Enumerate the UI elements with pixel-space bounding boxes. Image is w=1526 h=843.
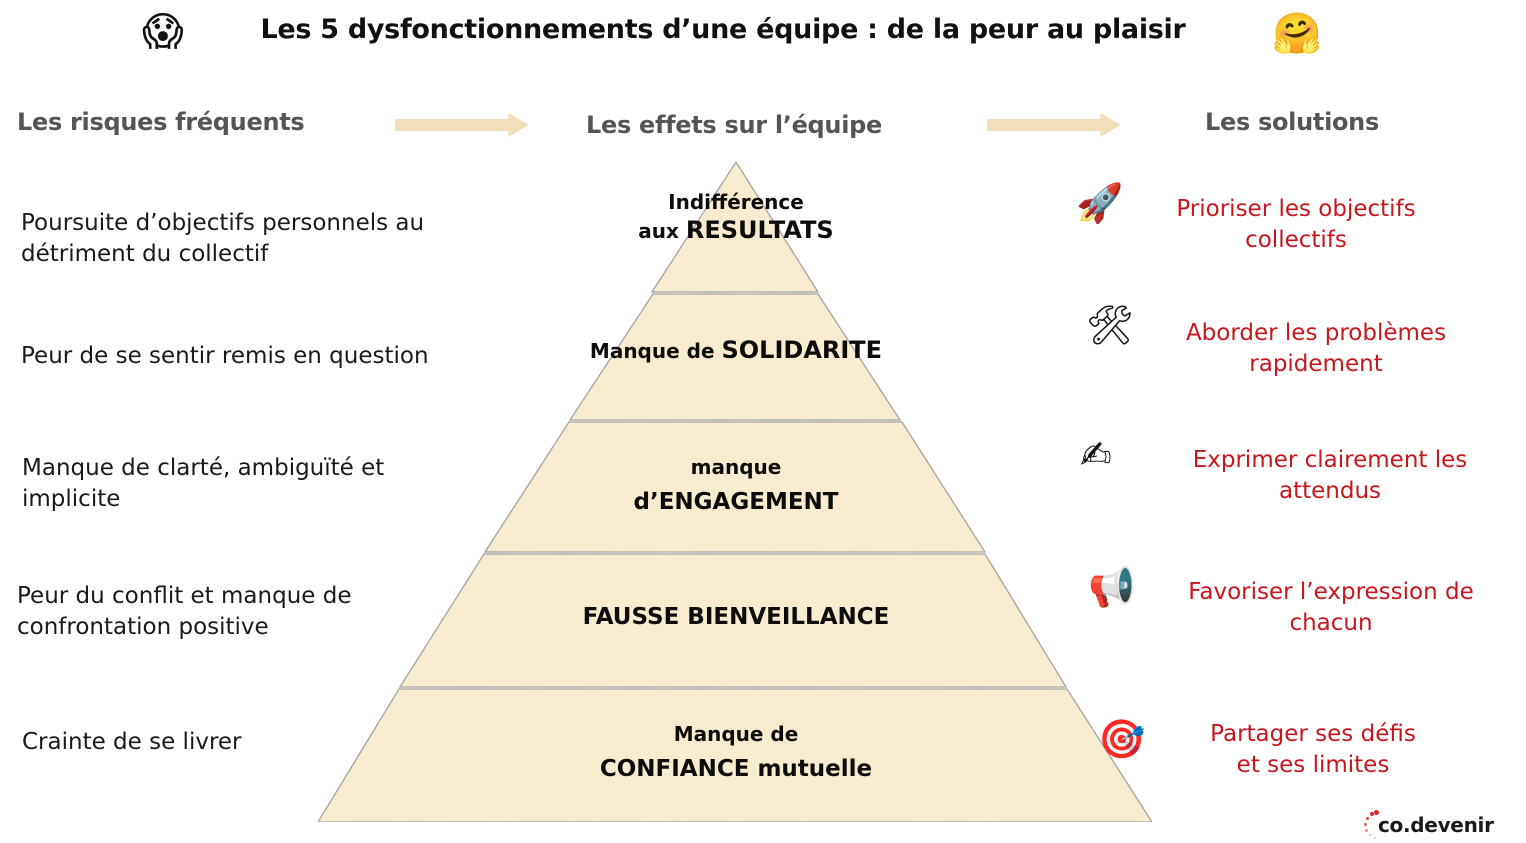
risk-item-1-line2: détriment du collectif [21,241,269,267]
solution-item-5-line1: Partager ses défis [1210,721,1416,747]
solution-item-5-line2: et ses limites [1236,752,1390,778]
solution-item-4-line2: chacun [1289,610,1373,636]
logo-dots-icon [1362,810,1379,840]
brand-logo: co.devenir [1362,810,1494,840]
solution-item-1-line1: Prioriser les objectifs [1176,196,1416,222]
pyramid-level-2 [568,293,902,421]
risk-item-4-line1: Peur du conflit et manque de [17,583,352,609]
pyramid-label-2-emphasis: SOLIDARITE [721,336,883,364]
logo-text: co.devenir [1378,813,1494,837]
pyramid-label-2: Manque de SOLIDARITE [0,336,1472,364]
pyramid-level-3 [483,421,987,553]
risk-item-2: Peur de se sentir remis en question [21,341,501,372]
risk-item-3: Manque de clarté, ambiguïté et implicite [22,453,502,515]
target-dart-icon: 🎯 [1098,717,1146,761]
pyramid-label-3-line1: manque [690,455,782,479]
pyramid-label-2-prefix: Manque de [589,339,722,363]
arrow-right-icon [987,113,1121,137]
pyramid-label-1-emphasis: RESULTATS [685,216,834,244]
pyramid-level-4 [398,553,1068,688]
pyramid-label-1-line1: Indifférence [668,190,804,214]
risk-item-4: Peur du conflit et manque de confrontati… [17,581,497,643]
pyramid-label-1: Indifférence aux RESULTATS [0,190,1472,244]
pyramid-label-5-line1: Manque de [673,722,799,746]
solution-item-1-line2: collectifs [1245,227,1347,253]
solution-item-4: Favoriser l’expression de chacun [1160,577,1502,639]
solution-item-3: Exprimer clairement les attendus [1160,445,1500,507]
column-header-solutions: Les solutions [1205,108,1379,136]
writing-hand-icon: ✍ [1080,433,1112,477]
solution-item-3-line2: attendus [1278,478,1382,504]
risk-item-1: Poursuite d’objectifs personnels au détr… [21,208,501,270]
solution-item-4-line1: Favoriser l’expression de [1188,579,1474,605]
pyramid-label-1-prefix: aux [638,219,686,243]
arrow-right-icon [395,113,529,137]
pyramid-level-5 [316,688,1154,823]
risk-item-5: Crainte de se livrer [22,727,502,758]
solution-item-3-line1: Exprimer clairement les [1192,447,1468,473]
pyramid-label-5: Manque de CONFIANCE mutuelle [0,722,1472,782]
risk-item-1-line1: Poursuite d’objectifs personnels au [21,210,425,236]
pyramid-label-4: FAUSSE BIENVEILLANCE [0,604,1472,630]
hugging-emoji-icon: 🤗 [1272,11,1322,57]
column-header-risks: Les risques fréquents [17,108,305,136]
solution-item-2: Aborder les problèmes rapidement [1150,318,1482,380]
solution-item-1: Prioriser les objectifs collectifs [1140,194,1452,256]
risk-item-3-line2: implicite [22,486,121,512]
column-header-effects: Les effets sur l’équipe [586,111,882,139]
risk-item-4-line2: confrontation positive [17,614,269,640]
megaphone-icon: 📢 [1088,565,1136,609]
solution-item-2-line2: rapidement [1249,351,1383,377]
risk-item-5-line1: Crainte de se livrer [22,729,242,755]
risk-item-2-line1: Peur de se sentir remis en question [21,343,429,369]
hammer-wrench-icon: 🛠 [1086,303,1135,347]
rocket-icon: 🚀 [1076,181,1124,225]
risk-item-3-line1: Manque de clarté, ambiguïté et [22,455,385,481]
pyramid-label-5-emphasis: CONFIANCE mutuelle [599,756,873,782]
solution-item-2-line1: Aborder les problèmes [1185,320,1447,346]
pyramid-label-3: manque d’ENGAGEMENT [0,455,1472,515]
solution-item-5: Partager ses défis et ses limites [1170,719,1456,781]
pyramid-label-3-emphasis: d’ENGAGEMENT [633,489,839,515]
pyramid-label-4-emphasis: FAUSSE BIENVEILLANCE [582,604,890,630]
pyramid-level-1 [650,160,820,293]
page-title: Les 5 dysfonctionnements d’une équipe : … [260,14,1186,45]
fear-emoji-icon: 😱 [142,9,184,55]
